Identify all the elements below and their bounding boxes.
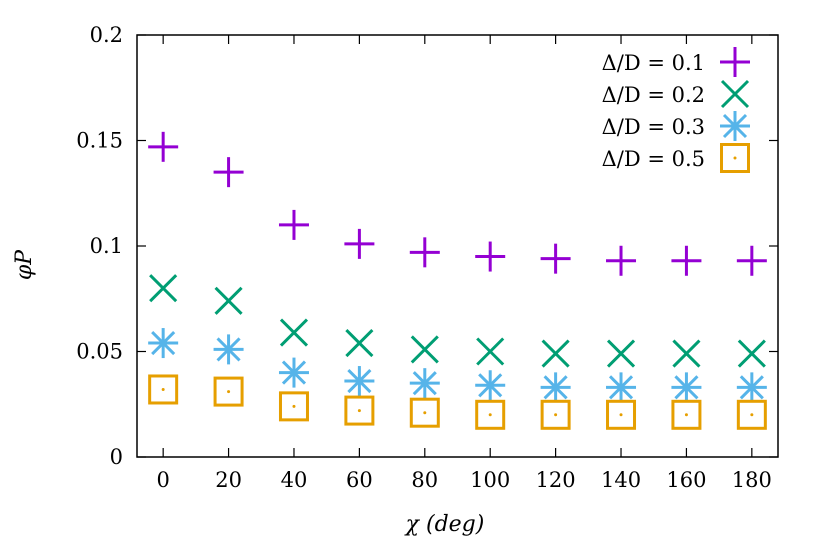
- data-point: [672, 339, 701, 368]
- y-tick-label: 0.1: [90, 234, 123, 258]
- data-point: [736, 372, 767, 403]
- data-point: [279, 318, 309, 347]
- data-point: [148, 374, 179, 405]
- x-tick-label: 20: [215, 468, 242, 492]
- data-point: [409, 397, 440, 428]
- data-point: [606, 399, 637, 430]
- data-point: [409, 237, 440, 268]
- data-point: [213, 334, 244, 365]
- y-tick-label: 0.2: [90, 23, 123, 47]
- legend-label: Δ/D = 0.5: [602, 147, 705, 171]
- data-point: [214, 286, 243, 315]
- data-point: [278, 357, 309, 388]
- x-tick-label: 60: [346, 468, 373, 492]
- series-3: [148, 328, 767, 403]
- data-point: [671, 245, 702, 276]
- x-tick-label: 160: [666, 468, 706, 492]
- data-point: [736, 245, 767, 276]
- data-point: [540, 372, 571, 403]
- data-point: [345, 328, 374, 358]
- series-2: [149, 274, 766, 368]
- x-tick-label: 40: [281, 468, 308, 492]
- x-tick-label: 0: [156, 468, 169, 492]
- data-point: [736, 399, 767, 430]
- legend-marker: [720, 111, 750, 141]
- data-point: [278, 209, 309, 240]
- legend-marker: [720, 47, 750, 77]
- y-tick-label: 0.15: [76, 129, 123, 153]
- data-series: [148, 131, 767, 430]
- legend-marker: [720, 143, 750, 173]
- y-axis-label: φP: [12, 249, 37, 280]
- y-tick-label: 0.05: [76, 340, 123, 364]
- data-point: [541, 339, 570, 368]
- data-point: [476, 337, 505, 366]
- x-tick-label: 100: [470, 468, 510, 492]
- data-point: [278, 391, 309, 422]
- legend-label: Δ/D = 0.3: [602, 115, 705, 139]
- legend-marker: [720, 79, 750, 109]
- data-point: [410, 335, 439, 364]
- data-point: [475, 399, 506, 430]
- data-point: [344, 395, 375, 426]
- legend-label: Δ/D = 0.2: [602, 83, 705, 107]
- x-tick-label: 120: [536, 468, 576, 492]
- data-point: [344, 228, 375, 259]
- data-point: [737, 339, 766, 368]
- y-axis: 0 0.05 0.1 0.15 0.2: [76, 23, 778, 469]
- data-point: [148, 131, 179, 162]
- series-4: [148, 374, 767, 430]
- legend: Δ/D = 0.1Δ/D = 0.2Δ/D = 0.3Δ/D = 0.5: [602, 47, 750, 173]
- data-point: [475, 370, 506, 401]
- data-point: [213, 376, 244, 407]
- data-point: [671, 399, 702, 430]
- data-point: [606, 245, 637, 276]
- legend-label: Δ/D = 0.1: [602, 51, 705, 75]
- data-point: [540, 399, 571, 430]
- data-point: [540, 243, 571, 274]
- data-point: [606, 372, 637, 403]
- x-axis: 0 20 40 60 80 100 120 140 160 180: [156, 35, 772, 492]
- data-point: [148, 328, 179, 359]
- data-point: [671, 372, 702, 403]
- data-point: [213, 157, 244, 188]
- y-tick-label: 0: [110, 445, 123, 469]
- x-axis-label: χ (deg): [404, 512, 485, 537]
- data-point: [475, 241, 506, 272]
- series-1: [148, 131, 767, 276]
- data-point: [409, 368, 440, 399]
- x-tick-label: 80: [411, 468, 438, 492]
- data-point: [606, 339, 636, 368]
- data-point: [149, 274, 178, 303]
- data-point: [344, 366, 375, 397]
- x-tick-label: 180: [732, 468, 772, 492]
- x-tick-label: 140: [601, 468, 641, 492]
